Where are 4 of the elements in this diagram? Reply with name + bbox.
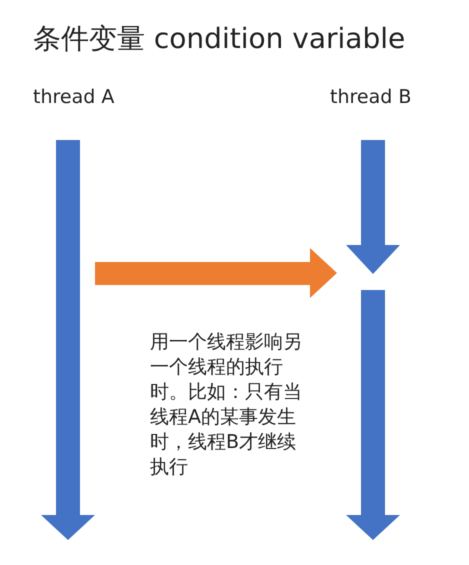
description-text: 用一个线程影响另一个线程的执行时。比如：只有当线程A的某事发生时，线程B才继续执行 [150,330,303,480]
thread-label: thread B [330,86,412,108]
thread-label: thread A [33,86,114,108]
title: 条件变量 condition variable [33,21,406,57]
